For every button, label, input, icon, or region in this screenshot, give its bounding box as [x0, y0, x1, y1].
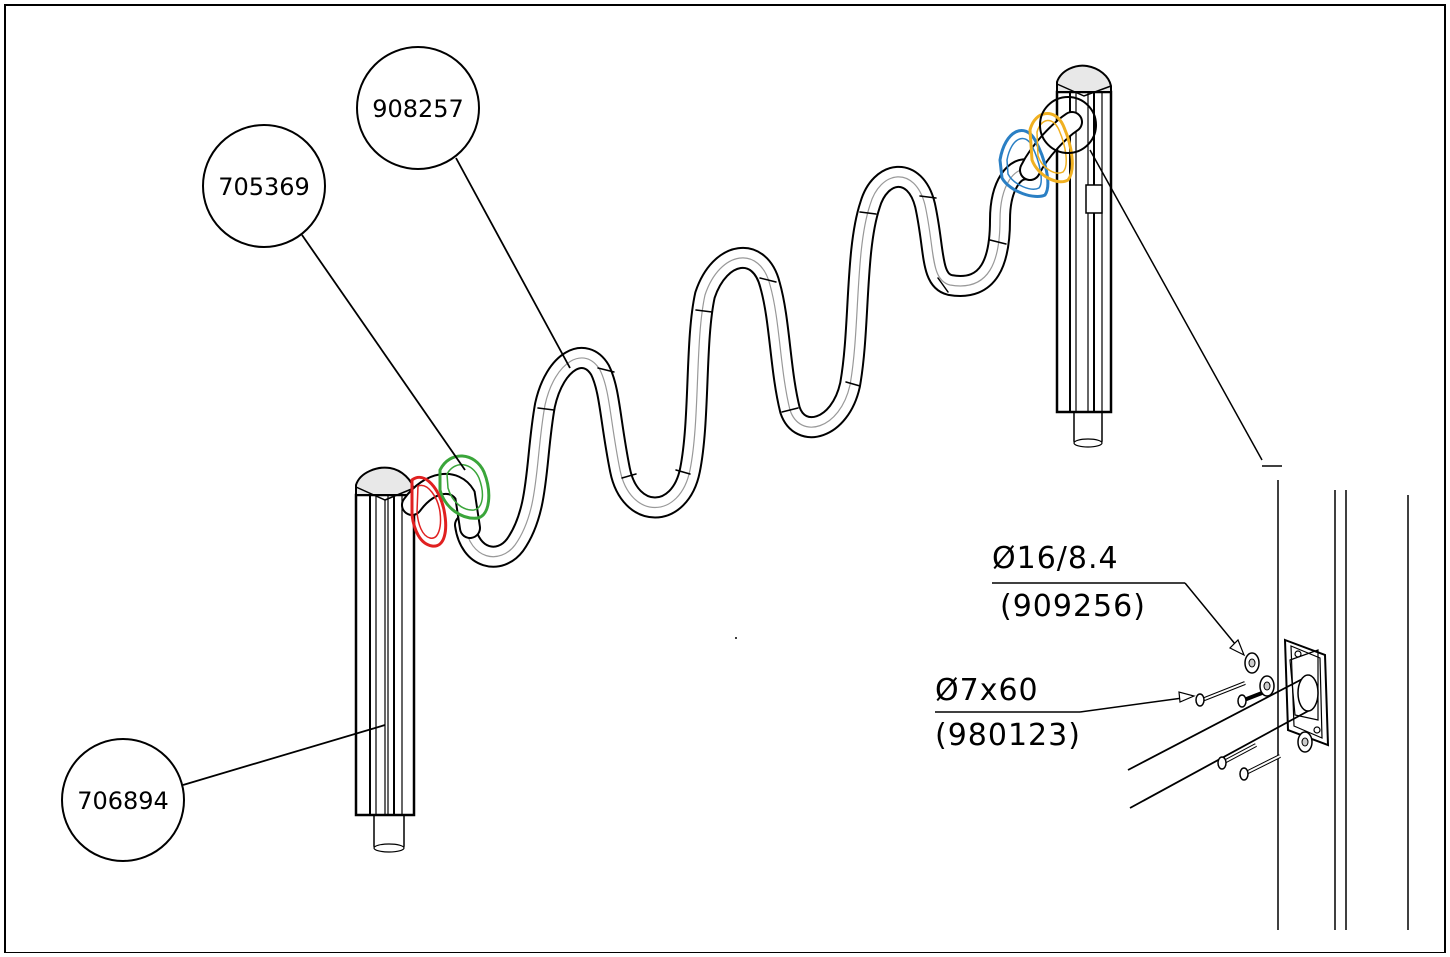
wall-detail — [1277, 480, 1409, 930]
screw-2 — [1237, 691, 1263, 708]
left-post — [354, 466, 416, 853]
detail-circle — [1039, 96, 1097, 154]
stray-dot — [735, 637, 737, 639]
wavy-bar — [454, 158, 1041, 568]
right-post — [1055, 64, 1113, 448]
yellow-ring — [1028, 112, 1074, 184]
callout-705369: 705369 — [202, 124, 466, 471]
screw-4 — [1239, 754, 1281, 781]
green-ring — [438, 454, 491, 520]
callout-706894: 706894 — [61, 724, 386, 862]
screw-code-label: (980123) — [935, 718, 1081, 753]
callout-label: 705369 — [218, 173, 310, 201]
washer-low — [1297, 731, 1313, 753]
callout-label: 706894 — [77, 787, 169, 815]
screw-size-label: Ø7x60 — [935, 673, 1039, 708]
screw-3 — [1217, 743, 1257, 770]
callout-908257: 908257 — [356, 46, 571, 369]
washer-size-label: Ø16/8.4 — [992, 541, 1119, 576]
callout-label: 908257 — [372, 95, 464, 123]
detail-leader — [1089, 149, 1263, 461]
washer-leader — [992, 582, 1246, 657]
screw-leader — [935, 691, 1196, 713]
washer-code-label: (909256) — [1000, 589, 1146, 624]
washer-top — [1244, 652, 1260, 674]
red-ring — [410, 476, 448, 548]
screw-1 — [1195, 681, 1246, 707]
washer-mid — [1259, 675, 1275, 697]
